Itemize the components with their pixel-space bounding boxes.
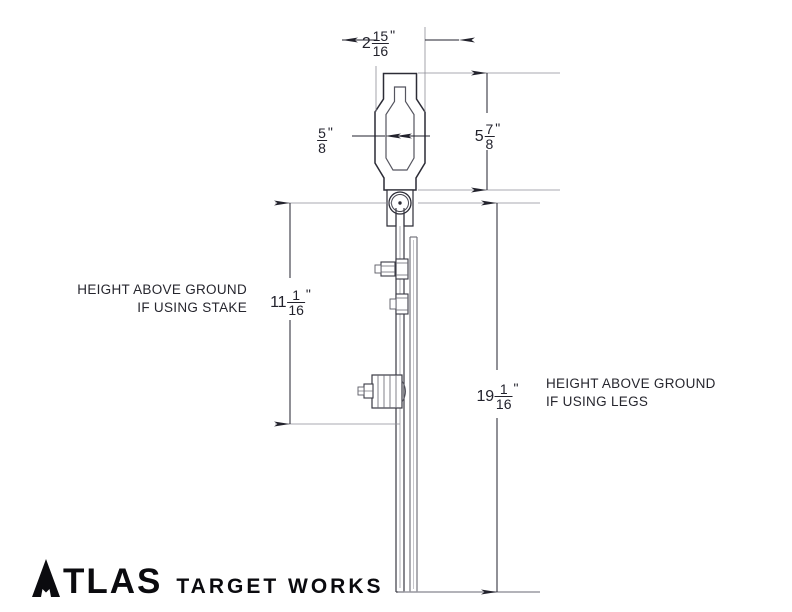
dim-label-center-width: 5 8 " (316, 124, 333, 156)
dim-stake-height (274, 200, 400, 427)
logo-subword: TARGET WORKS (176, 575, 384, 598)
dim-width-fraction: 15 16 (371, 27, 390, 59)
upper-bolt-clamp (374, 258, 409, 280)
note-legs: HEIGHT ABOVE GROUND IF USING LEGS (546, 375, 756, 411)
dim-stake-denominator: 16 (287, 301, 305, 318)
atlas-mountain-icon (32, 559, 60, 597)
note-legs-line2: IF USING LEGS (546, 393, 649, 409)
dim-center-fraction: 5 8 (317, 124, 327, 156)
dim-center-unit: " (327, 124, 333, 140)
dim-stake-whole: 11 (270, 293, 287, 311)
dim-legs-fraction: 1 16 (494, 380, 513, 412)
dim-height-whole: 5 (474, 127, 484, 145)
dim-target-width (342, 27, 475, 112)
dim-width-denominator: 16 (371, 42, 390, 59)
dim-legs-denominator: 16 (494, 395, 513, 412)
dim-center-denominator: 8 (317, 139, 327, 156)
note-stake: HEIGHT ABOVE GROUND IF USING STAKE (55, 281, 247, 317)
stake-post-assembly (357, 208, 418, 593)
dim-stake-fraction: 1 16 (287, 286, 305, 318)
dim-legs-unit: " (513, 380, 519, 396)
dim-legs-whole: 19 (476, 387, 495, 405)
logo-wordmark: TLAS (63, 562, 163, 601)
dim-center-numerator: 5 (318, 124, 326, 141)
dim-label-stake-height: 11 1 16 " (270, 286, 311, 318)
dim-width-whole: 2 (361, 34, 371, 52)
leg-hinge-assembly (357, 374, 406, 409)
dim-stake-numerator: 1 (292, 286, 301, 303)
dim-height-unit: " (495, 120, 501, 136)
target-plate-group (374, 72, 426, 227)
dim-width-numerator: 15 (372, 27, 389, 44)
dim-height-numerator: 7 (485, 120, 494, 137)
dim-width-unit: " (390, 27, 396, 43)
lower-bolt-clamp (389, 293, 409, 315)
dim-legs-height (398, 200, 540, 595)
dim-target-height (418, 70, 560, 193)
note-legs-line1: HEIGHT ABOVE GROUND (546, 376, 716, 391)
dim-height-denominator: 8 (484, 135, 495, 152)
dim-height-fraction: 7 8 (484, 120, 495, 152)
target-inner-outline (385, 86, 415, 171)
dim-label-target-width: 2 15 16 " (361, 27, 396, 59)
brand-logo: TLAS TARGET WORKS (30, 558, 384, 601)
dim-label-legs-height: 19 1 16 " (476, 380, 519, 412)
dim-stake-unit: " (305, 286, 311, 302)
dim-label-target-height: 5 7 8 " (474, 120, 501, 152)
note-stake-line1: HEIGHT ABOVE GROUND (77, 282, 247, 297)
dim-legs-numerator: 1 (499, 380, 508, 397)
pivot-center-dot (398, 201, 402, 205)
note-stake-line2: IF USING STAKE (137, 299, 247, 315)
